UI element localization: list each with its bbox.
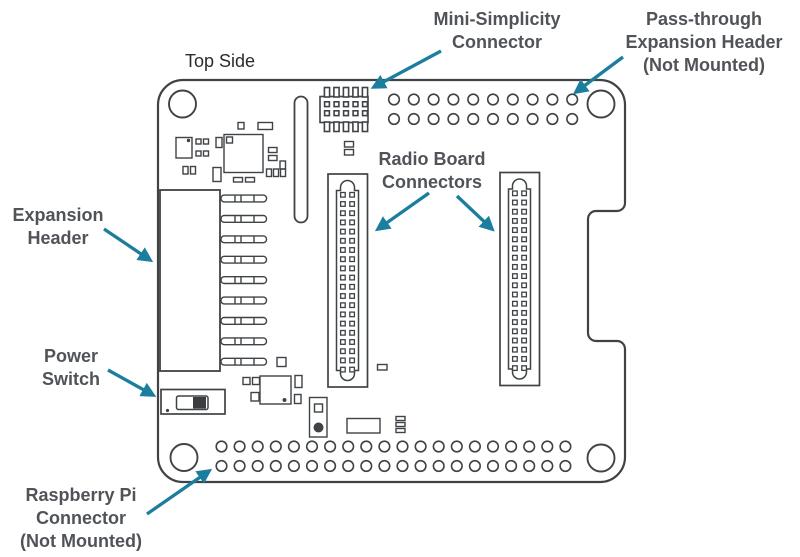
mounting-hole-top-right — [586, 89, 616, 119]
mini-simplicity-connector — [319, 86, 369, 133]
mini-simplicity-pins — [323, 86, 369, 133]
smd-pad — [276, 356, 287, 368]
mounting-hole-top-left — [168, 89, 197, 119]
power-switch-actuator — [193, 397, 206, 409]
smd-components-bottom — [242, 363, 406, 438]
radio-board-label: Radio Board Connectors — [378, 149, 486, 192]
top-side-label: Top Side — [184, 51, 256, 71]
pass-through-label: Pass-through Expansion Header (Not Mount… — [625, 9, 783, 75]
power-switch-label: Power Switch — [41, 346, 100, 389]
arrow-radio-right — [455, 194, 495, 232]
board-slot — [293, 95, 309, 224]
arrow-expansion-header — [103, 227, 154, 263]
arrow-pass-through — [572, 55, 624, 95]
mounting-hole-bottom-right — [586, 443, 616, 473]
radio-board-connector-right — [499, 171, 541, 387]
mounting-holes — [168, 89, 616, 473]
chip — [259, 375, 292, 405]
arrow-mini-simplicity — [370, 49, 442, 89]
raspberry-pi-label: Raspberry Pi Connector (Not Mounted) — [20, 485, 142, 551]
expansion-header-label: Expansion Header — [12, 205, 104, 248]
arrow-radio-left — [374, 191, 430, 232]
mounting-hole-bottom-left — [169, 443, 199, 472]
callout-arrows — [103, 49, 624, 516]
radio-connector-left-pins — [339, 191, 356, 373]
jumper-header — [308, 396, 328, 438]
radio-connector-right-pins — [511, 190, 528, 372]
raspberry-pi-holes — [215, 440, 572, 473]
arrow-raspberry-pi — [146, 468, 213, 516]
expansion-header-pins — [220, 194, 268, 366]
expansion-header — [159, 189, 287, 372]
radio-board-connector-left — [327, 173, 369, 388]
power-switch — [160, 388, 226, 415]
mini-simplicity-label: Mini-Simplicity Connector — [433, 9, 561, 52]
expansion-header-body — [159, 189, 221, 372]
pass-through-header-holes — [387, 93, 579, 126]
board-outline — [156, 78, 627, 484]
smd-components-top — [175, 121, 355, 183]
chip — [223, 133, 264, 174]
arrow-power-switch — [107, 368, 157, 397]
